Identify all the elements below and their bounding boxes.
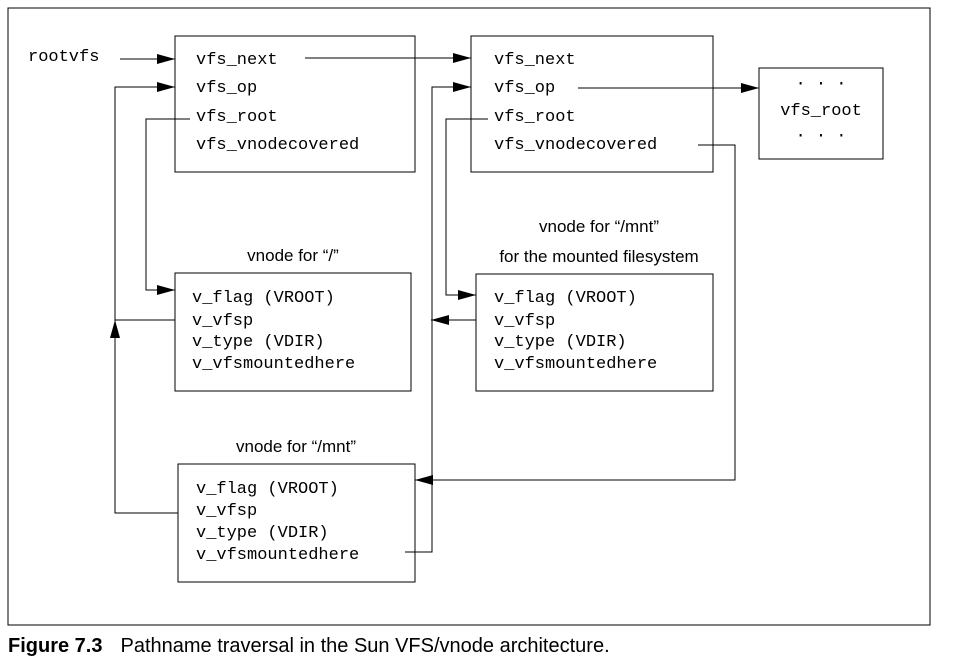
vnode-root-title: vnode for “/” bbox=[247, 246, 339, 265]
vfs-field: vfs_root bbox=[780, 102, 862, 121]
ellipsis-text: · · · bbox=[795, 127, 846, 146]
vnode-mnt-title: vnode for “/mnt” bbox=[236, 437, 356, 456]
vnode-mnt-mounted-title-line1: vnode for “/mnt” bbox=[539, 217, 659, 236]
vfs-field: vfs_op bbox=[494, 79, 555, 98]
arrow-vfs-root bbox=[145, 118, 190, 295]
vfs-struct-root: vfs_next vfs_op vfs_root vfs_vnodecovere… bbox=[174, 35, 416, 173]
vnode-root: v_flag (VROOT) v_vfsp v_type (VDIR) v_vf… bbox=[174, 272, 412, 392]
vnode-mnt-mounted-title-line2: for the mounted filesystem bbox=[499, 247, 698, 266]
vfs-struct-next: · · · vfs_root · · · bbox=[758, 67, 884, 160]
vfs-field: vfs_root bbox=[494, 108, 576, 127]
arrow-vfs-root-2 bbox=[445, 118, 488, 300]
vnode-field: v_type (VDIR) bbox=[192, 333, 325, 352]
vfs-field: vfs_root bbox=[196, 108, 278, 127]
vfs-field: vfs_vnodecovered bbox=[494, 136, 657, 155]
vfs-field: vfs_next bbox=[494, 51, 576, 70]
vnode-field: v_flag (VROOT) bbox=[494, 289, 637, 308]
arrow-vnodecovered bbox=[415, 144, 736, 485]
arrow-mnt-vfsp bbox=[110, 320, 178, 514]
vnode-field: v_type (VDIR) bbox=[196, 524, 329, 543]
vfs-field: vfs_vnodecovered bbox=[196, 136, 359, 155]
vnode-mnt: v_flag (VROOT) v_vfsp v_type (VDIR) v_vf… bbox=[177, 463, 416, 583]
figure-caption: Figure 7.3 Pathname traversal in the Sun … bbox=[8, 635, 610, 658]
arrow-vfsp-to-vfs bbox=[114, 82, 175, 320]
rootvfs-label: rootvfs bbox=[28, 48, 99, 67]
vnode-field: v_flag (VROOT) bbox=[192, 289, 335, 308]
caption-number: Figure 7.3 bbox=[8, 635, 103, 657]
figure-frame bbox=[7, 7, 931, 626]
vfs-field: vfs_next bbox=[196, 51, 278, 70]
vnode-field: v_type (VDIR) bbox=[494, 333, 627, 352]
arrow-mountedhere bbox=[405, 82, 471, 553]
vnode-field: v_flag (VROOT) bbox=[196, 480, 339, 499]
vfs-struct-mounted: vfs_next vfs_op vfs_root vfs_vnodecovere… bbox=[470, 35, 714, 173]
vnode-field: v_vfsmountedhere bbox=[192, 355, 355, 374]
vfs-vnode-diagram: rootvfs vfs_next vfs_op vfs_root vfs_vno… bbox=[7, 7, 931, 626]
vfs-field: vfs_op bbox=[196, 79, 257, 98]
vnode-field: v_vfsp bbox=[192, 312, 253, 331]
connector-lines bbox=[110, 53, 759, 553]
caption-text: Pathname traversal in the Sun VFS/vnode … bbox=[120, 635, 610, 657]
vnode-mnt-mounted: v_flag (VROOT) v_vfsp v_type (VDIR) v_vf… bbox=[475, 273, 714, 392]
vnode-field: v_vfsmountedhere bbox=[196, 546, 359, 565]
vnode-field: v_vfsp bbox=[494, 312, 555, 331]
vnode-field: v_vfsp bbox=[196, 502, 257, 521]
ellipsis-text: · · · bbox=[795, 75, 846, 94]
vnode-field: v_vfsmountedhere bbox=[494, 355, 657, 374]
